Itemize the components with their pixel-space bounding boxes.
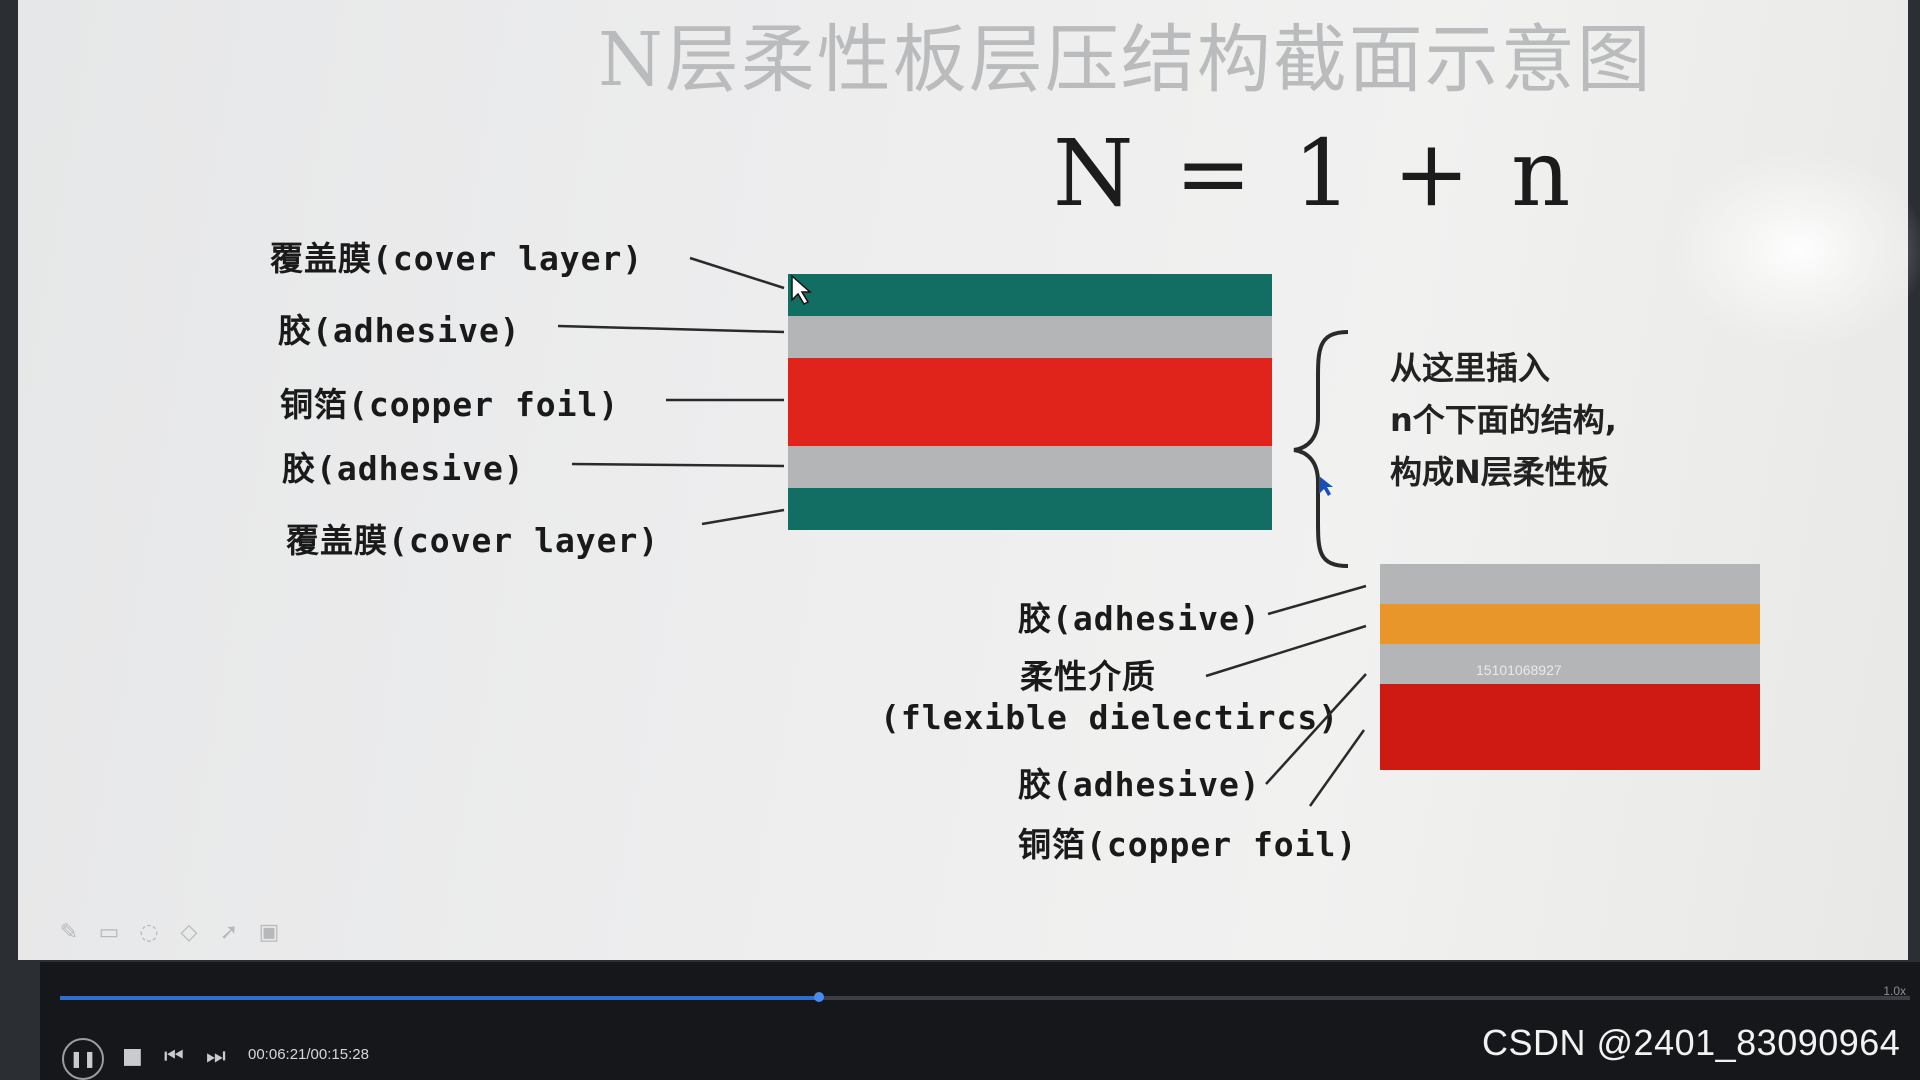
video-player-bar: ❚❚ ■ ⏮ ⏭ 00:06:21/00:15:28 1.0x [40,962,1920,1080]
label-cover-layer-bottom: 覆盖膜(cover layer) [286,521,660,560]
label-adhesive-1: 胶(adhesive) [278,311,521,350]
watermark-number: 15101068927 [1476,662,1562,678]
label-adhesive-3: 胶(adhesive) [1018,599,1261,638]
pointer-cursor-icon [1319,476,1333,496]
eraser-icon[interactable]: ▭ [98,920,120,945]
formula: N = 1 + n [1053,120,1577,227]
presentation-slide: N层柔性板层压结构截面示意图 N = 1 + n 覆盖膜(cover layer… [18,0,1920,960]
camera-icon[interactable]: ▣ [258,920,280,945]
label-flexible-dielectric-en: (flexible dielectircs) [880,698,1340,737]
label-adhesive-2: 胶(adhesive) [282,449,525,488]
label-flexible-dielectric: 柔性介质 [1020,657,1156,696]
next-button[interactable]: ⏭ [206,1044,226,1069]
screen-glare [1668,150,1920,350]
time-display: 00:06:21/00:15:28 [248,1046,369,1063]
lasso-icon[interactable]: ◌ [139,920,159,945]
pen-icon[interactable]: ✎ [59,920,79,945]
label-cover-layer-top: 覆盖膜(cover layer) [270,239,644,278]
progress-fill [60,996,819,1000]
adhesive-layer-2 [788,446,1272,488]
cover-layer-bottom [788,488,1272,530]
note-line-1: 从这里插入 [1390,349,1551,387]
progress-bar[interactable] [60,992,1910,1002]
pointer-icon[interactable]: ➚ [219,920,239,945]
adhesive-layer-1 [788,316,1272,358]
csdn-credit: CSDN @2401_83090964 [1482,1022,1901,1063]
adhesive-layer-4 [1380,644,1760,684]
stop-button[interactable]: ■ [122,1044,143,1069]
insert-note: 从这里插入 n个下面的结构, 构成N层柔性板 [1390,342,1720,498]
highlighter-icon[interactable]: ◇ [180,920,198,945]
copper-foil-layer-bottom [1380,684,1760,770]
label-adhesive-4: 胶(adhesive) [1018,765,1261,804]
annotation-toolbar: ✎ ▭ ◌ ◇ ➚ ▣ [56,920,282,946]
adhesive-layer-3 [1380,564,1760,604]
note-line-3: 构成N层柔性板 [1390,453,1609,491]
previous-button[interactable]: ⏮ [164,1044,184,1069]
mouse-cursor-icon [791,274,812,305]
slide-title: N层柔性板层压结构截面示意图 [598,17,1653,103]
leader-lines [557,256,1367,807]
copper-foil-layer-top [788,358,1272,446]
pause-button[interactable]: ❚❚ [62,1038,104,1080]
flexible-dielectric-layer [1380,604,1760,644]
label-copper-foil-top: 铜箔(copper foil) [280,385,620,424]
progress-handle[interactable] [813,992,824,1002]
note-line-2: n个下面的结构, [1390,401,1617,439]
playback-speed[interactable]: 1.0x [1883,984,1906,998]
cover-layer-top [788,274,1272,316]
label-copper-foil-bottom: 铜箔(copper foil) [1018,825,1358,864]
